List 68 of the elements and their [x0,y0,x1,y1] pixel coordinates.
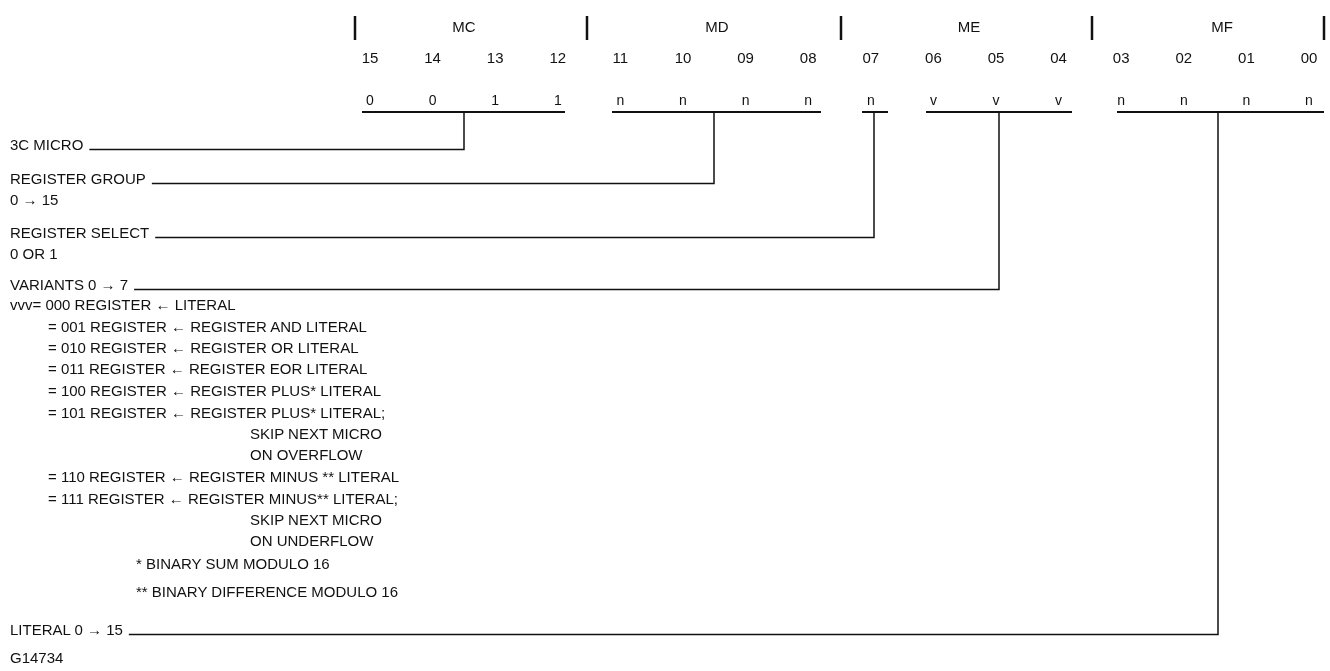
variant-description: = 010 REGISTER ← REGISTER OR LITERAL [48,339,359,357]
bit-number: 03 [1112,49,1130,67]
bit-number: 02 [1175,49,1193,67]
leader-line [88,112,465,151]
bit-value: n [679,91,687,109]
variant-description: = 111 REGISTER ← REGISTER MINUS** LITERAL; [48,490,398,508]
variant-description: = 001 REGISTER ← REGISTER AND LITERAL [48,318,367,336]
bit-value: v [992,91,1000,109]
leader-line [154,112,875,239]
field-name: ME [957,18,981,36]
bit-number: 15 [361,49,379,67]
variant-description: ON UNDERFLOW [250,532,374,550]
field-name: MC [452,18,476,36]
field-label: LITERAL 0 → 15 [10,619,123,640]
field-label: VARIANTS 0 → 7 [10,274,129,295]
variant-description: = 101 REGISTER ← REGISTER PLUS* LITERAL; [48,404,386,422]
bit-number: 04 [1050,49,1067,67]
leader-line [151,112,715,185]
bit-value: n [1242,91,1251,109]
bit-number: 08 [799,49,817,67]
leader-line [133,112,1000,291]
bit-group-underline [1117,111,1324,113]
variant-description: = 110 REGISTER ← REGISTER MINUS ** LITERAL [48,468,400,486]
bit-number: 12 [549,49,567,67]
bit-number: 14 [424,49,441,67]
bit-group-underline [926,111,1072,113]
footnote: * BINARY SUM MODULO 16 [136,555,330,573]
figure-number: G14734 [10,649,64,667]
bit-value: n [1305,91,1313,109]
bit-value: n [1117,91,1126,109]
field-label: 3C MICRO [10,134,84,155]
field-label: REGISTER GROUP [10,168,146,189]
bit-number: 11 [612,49,629,67]
bit-number: 13 [486,49,504,67]
value-range: 0 → 15 [10,189,60,210]
bit-value: n [1179,91,1188,109]
bit-number: 09 [737,49,754,67]
bit-group-underline [862,111,888,113]
variant-description: = 100 REGISTER ← REGISTER PLUS* LITERAL [48,382,382,400]
variant-description: SKIP NEXT MICRO [250,511,382,529]
bit-number: 10 [674,49,692,67]
variant-description: vvv= 000 REGISTER ← LITERAL [10,296,236,314]
field-label: REGISTER SELECT [10,222,150,243]
bit-value: n [741,91,750,109]
variant-description: ON OVERFLOW [250,446,363,464]
field-name: MD [705,18,729,36]
variant-description: SKIP NEXT MICRO [250,425,382,443]
bit-value: 0 [428,91,437,109]
bit-value: 1 [553,91,562,109]
leader-line [128,112,1219,636]
bit-number: 01 [1238,49,1255,67]
bit-value: 1 [491,91,500,109]
bit-number: 05 [987,49,1005,67]
footnote: ** BINARY DIFFERENCE MODULO 16 [136,583,398,601]
bit-value: v [1055,91,1063,109]
bit-number: 06 [925,49,942,67]
field-name: MF [1211,18,1233,36]
bit-number: 00 [1300,49,1318,67]
bit-value: 0 [366,91,374,109]
bit-number: 07 [862,49,880,67]
bit-value: n [804,91,813,109]
bit-value: v [929,91,937,109]
bit-group-underline [362,111,565,113]
bit-value: n [866,91,875,109]
bit-value: n [616,91,625,109]
value-range: 0 OR 1 [10,243,59,264]
bit-group-underline [612,111,821,113]
variant-description: = 011 REGISTER ← REGISTER EOR LITERAL [48,360,368,378]
